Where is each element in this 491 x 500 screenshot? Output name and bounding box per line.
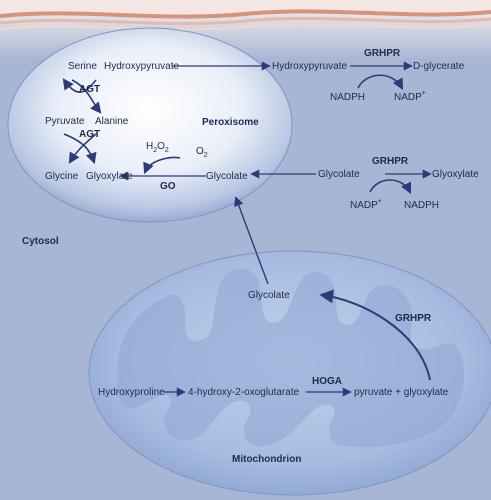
- label-agt-2: AGT: [79, 129, 100, 140]
- peroxisome-organelle: [7, 27, 293, 223]
- label-glyoxylate-perox: Glyoxylate: [86, 171, 133, 182]
- label-grhpr-top: GRHPR: [364, 48, 401, 59]
- label-hoga: HOGA: [312, 376, 342, 387]
- label-agt-1: AGT: [79, 84, 100, 95]
- label-serine: Serine: [68, 61, 97, 72]
- label-nadph-mid: NADPH: [404, 200, 439, 211]
- label-go: GO: [160, 181, 176, 192]
- agt-bottom-arrow-2: [63, 133, 97, 165]
- mito-glycolate-export-arrow: [234, 196, 269, 285]
- label-mitochondrion: Mitochondrion: [232, 454, 301, 465]
- label-oxoglutarate: 4-hydroxy-2-oxoglutarate: [188, 387, 300, 398]
- agt-top-arrow-2: [62, 78, 97, 93]
- label-pyruvate: Pyruvate: [45, 116, 85, 127]
- label-hydroxypyruvate-left: Hydroxypyruvate: [104, 61, 179, 72]
- label-d-glycerate: D-glycerate: [413, 61, 465, 72]
- label-h2o2: H2O2: [146, 141, 169, 154]
- label-glycine: Glycine: [45, 171, 79, 182]
- label-nadph-top: NADPH: [330, 92, 365, 103]
- label-glyoxylate-cyt: Glyoxylate: [432, 169, 479, 180]
- label-glycolate-cyt: Glycolate: [318, 169, 360, 180]
- label-glycolate-mito: Glycolate: [248, 290, 290, 301]
- label-grhpr-mito: GRHPR: [395, 313, 432, 324]
- grhpr-mid-cofactor-arrow: [369, 179, 412, 195]
- label-peroxisome: Peroxisome: [202, 117, 259, 128]
- label-glycolate-perox: Glycolate: [206, 171, 248, 182]
- label-grhpr-mid: GRHPR: [372, 156, 409, 167]
- agt-bottom-arrow-1: [68, 133, 97, 164]
- label-pyruvate-glyoxylate: pyruvate + glyoxylate: [354, 387, 449, 398]
- label-hydroxypyruvate-right: Hydroxypyruvate: [272, 61, 347, 72]
- wave-stripes: [0, 0, 491, 31]
- label-alanine: Alanine: [95, 116, 129, 127]
- label-cytosol: Cytosol: [22, 236, 59, 247]
- label-nadp-top: NADP+: [394, 90, 426, 103]
- agt-top-arrow-1: [71, 79, 102, 114]
- grhpr-top-cofactor-arrow: [357, 74, 404, 90]
- label-hydroxyproline: Hydroxyproline: [98, 387, 165, 398]
- label-nadp-mid: NADP+: [350, 198, 382, 211]
- go-h2o2-o2-arrow: [143, 156, 181, 175]
- label-o2: O2: [196, 146, 208, 159]
- mitochondrion-organelle: [88, 250, 491, 496]
- grhpr-mito-arrow: [319, 289, 431, 381]
